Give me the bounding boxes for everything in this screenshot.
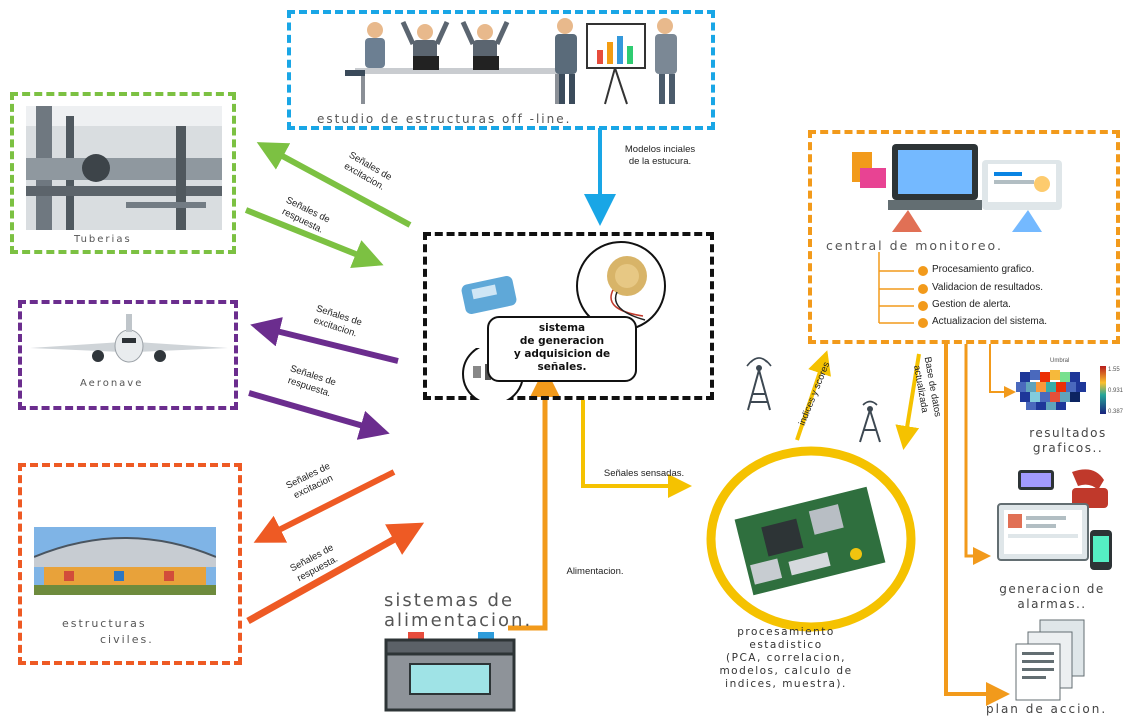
documents-image <box>1015 619 1085 701</box>
monitoring-center-box: central de monitoreo. Procesamiento graf… <box>808 130 1120 344</box>
acquisition-system-label: sistema de generacion y adquisicion de s… <box>487 316 637 382</box>
civil-structures-label-1: estructuras <box>62 617 147 630</box>
heatmap-title: Umbral <box>1050 358 1069 364</box>
acquisition-line-3: y adquisicion de <box>513 348 611 360</box>
civil-structures-label-2: civiles. <box>100 633 154 646</box>
offline-study-box: estudio de estructuras off -line. <box>287 10 715 130</box>
antenna-icon <box>746 357 772 411</box>
civil-structure-photo <box>34 527 216 595</box>
monitoring-workstation-image <box>852 144 1062 232</box>
acquisition-system-box: sistema de generacion y adquisicion de s… <box>423 232 714 400</box>
alarm-devices-image <box>997 469 1112 570</box>
acquisition-line-2: de generacion <box>519 335 605 347</box>
heatmap-tick-bottom: 0.387 <box>1108 409 1124 415</box>
action-plan-label: plan de accion. <box>986 702 1108 716</box>
monitor-item-validation: Validacion de resultados. <box>932 282 1043 293</box>
heatmap-tick-top: 1.55 <box>1108 367 1120 373</box>
graphics-arrow <box>989 344 1016 398</box>
monitor-item-alert: Gestion de alerta. <box>932 299 1011 310</box>
civil-structures-box: estructuras civiles. <box>18 463 242 665</box>
meeting-illustration <box>345 18 677 105</box>
antenna-icon-2 <box>859 400 881 443</box>
aircraft-label: Aeronave <box>80 378 144 389</box>
pipes-label: Tuberias <box>74 234 132 245</box>
monitoring-center-title: central de monitoreo. <box>826 238 1003 253</box>
power-arrow <box>508 367 560 631</box>
aircraft-box: Aeronave <box>18 300 238 410</box>
monitor-item-graphics: Procesamiento grafico. <box>932 264 1035 275</box>
excitation-arrow-pipes <box>256 142 412 228</box>
battery-icon <box>384 632 516 712</box>
scope-device-icon <box>461 276 517 314</box>
database-arrow <box>895 353 921 450</box>
alarms-arrow <box>964 344 991 565</box>
heatmap-tick-mid: 0.931 <box>1108 388 1124 394</box>
models-label: Modelos inciales de la estucura. <box>624 144 696 167</box>
response-arrow-aircraft <box>248 390 390 440</box>
pipes-photo <box>26 106 222 230</box>
pipes-box: Tuberias <box>10 92 236 254</box>
heatmap-image: Umbral 1.55 0.931 0.387 <box>1016 358 1124 415</box>
acquisition-line-1: sistema <box>538 322 586 334</box>
offline-study-title: estudio de estructuras off -line. <box>317 112 572 126</box>
acquisition-line-4: señales. <box>537 361 587 373</box>
monitor-item-update: Actualizacion del sistema. <box>932 316 1048 327</box>
processing-board-image <box>706 446 916 632</box>
power-title-2: alimentacion. <box>384 610 533 631</box>
power-label: Alimentacion. <box>566 566 624 577</box>
graphics-results-label: resultados graficos.. <box>1029 426 1107 455</box>
excitation-arrow-civil <box>253 469 396 543</box>
piezo-sensor-icon <box>576 241 666 331</box>
aircraft-image <box>30 314 228 363</box>
indices-arrow <box>795 350 831 441</box>
power-title-1: sistemas de <box>384 590 515 611</box>
sensed-arrow <box>581 400 692 498</box>
sensed-signals-label: Señales sensadas. <box>603 468 685 479</box>
plan-arrow <box>944 344 1010 706</box>
statistical-processing-label: procesamiento estadistico (PCA, correlac… <box>719 626 853 690</box>
excitation-arrow-aircraft <box>250 317 399 364</box>
alarm-generation-label: generacion de alarmas.. <box>999 582 1105 611</box>
response-arrow-civil <box>246 522 425 625</box>
response-arrow-pipes <box>244 207 384 268</box>
